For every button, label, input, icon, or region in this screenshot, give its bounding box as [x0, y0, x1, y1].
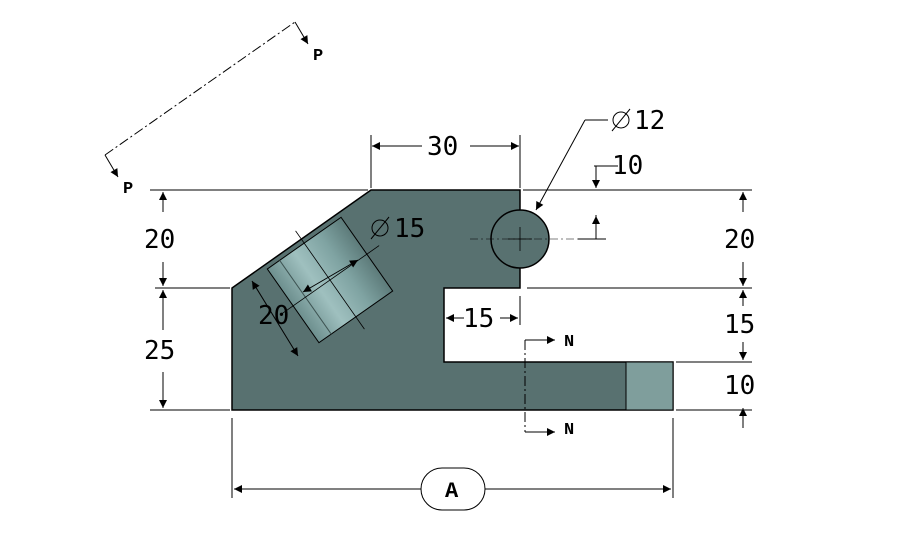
- dim-top-width-text: 30: [427, 132, 458, 162]
- section-line-p: P P: [104, 21, 323, 199]
- section-label-p-bottom: P: [123, 180, 133, 199]
- end-face: [625, 361, 674, 411]
- dim-inclined-hole-diameter-text: 15: [394, 214, 425, 244]
- diameter-symbol-icon: [612, 111, 630, 129]
- dim-top-width: 30: [370, 132, 521, 188]
- dim-right-middle-text: 15: [724, 310, 755, 340]
- dim-hole-offset: 10: [578, 151, 643, 240]
- section-label-p-top: P: [313, 47, 323, 66]
- dim-overall-length-text: A: [445, 479, 459, 504]
- dim-slot-width: 15: [446, 296, 521, 334]
- dim-inclined-hole-diameter: 15: [370, 214, 425, 244]
- dim-hole-small: 12: [535, 106, 665, 211]
- dim-right: 20 15 10: [523, 189, 755, 428]
- dim-left-lower-text: 25: [144, 336, 175, 366]
- dim-slot-width-text: 15: [463, 304, 494, 334]
- section-label-n-bottom: N: [564, 421, 574, 440]
- section-label-n-top: N: [564, 333, 574, 352]
- dim-overall-length: A: [231, 418, 674, 511]
- dim-inclined-hole-length-text: 20: [258, 301, 289, 331]
- diameter-symbol-icon: [371, 219, 389, 237]
- dim-right-upper-text: 20: [724, 225, 755, 255]
- dim-left-upper-text: 20: [144, 225, 175, 255]
- section-line-n: N N: [524, 333, 574, 440]
- dim-hole-small-text: 12: [634, 106, 665, 136]
- dim-hole-offset-text: 10: [612, 151, 643, 181]
- dim-overall-length-bubble: [420, 467, 486, 511]
- dim-left: 20 25: [144, 189, 368, 411]
- dim-right-lower-text: 10: [724, 371, 755, 401]
- dim-inclined-hole-length: 20: [251, 259, 359, 357]
